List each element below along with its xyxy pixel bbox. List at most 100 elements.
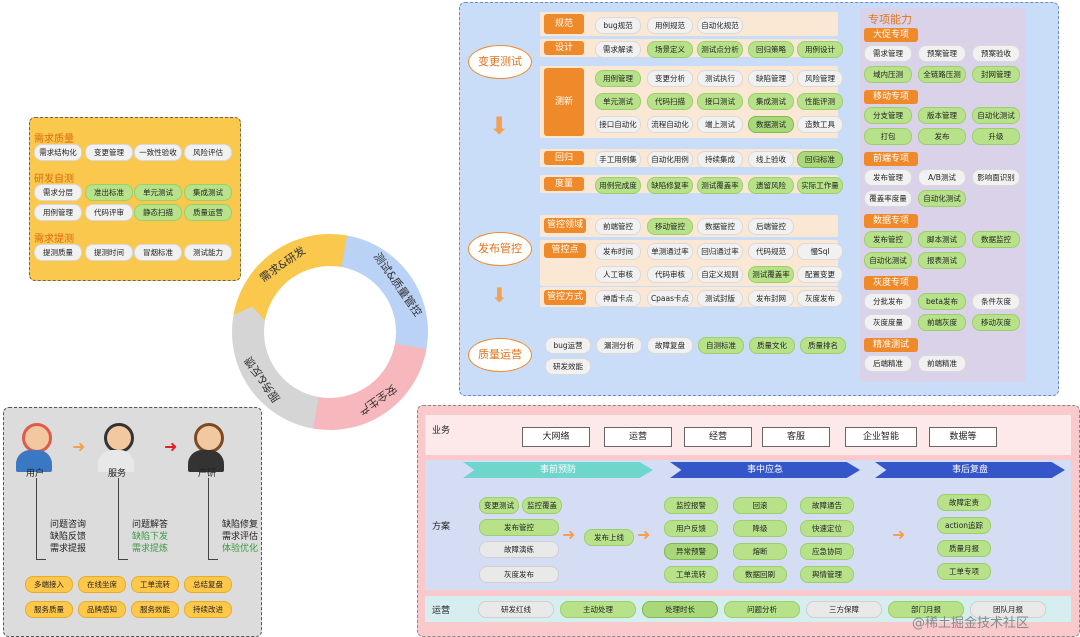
change-item: 接口测试 <box>697 93 743 110</box>
special-item: A/B测试 <box>918 169 966 186</box>
service-chip: 品牌感知 <box>78 601 126 618</box>
special-item: 封网管理 <box>972 66 1020 83</box>
right-arrow-icon: ➜ <box>892 525 906 544</box>
ops-item: 研发红线 <box>478 601 554 618</box>
release-item: 单测通过率 <box>647 243 693 260</box>
role-line <box>118 478 120 560</box>
special-item: 条件灰度 <box>972 293 1020 310</box>
role-note: 缺陷修复 <box>222 520 259 530</box>
arrow-icon: ➜ <box>72 437 86 456</box>
role-label: 产研 <box>198 469 217 479</box>
requirement-item: 静态扫描 <box>134 204 182 221</box>
quality-ops-item: 漏测分析 <box>596 337 642 354</box>
person-icon <box>104 423 134 453</box>
change-item: 缺陷管理 <box>748 70 794 87</box>
role-label: 服务 <box>108 469 127 479</box>
special-head: 前端专项 <box>864 152 918 166</box>
service-chip: 多端接入 <box>25 576 73 593</box>
section-title: 需求质量 <box>34 134 74 145</box>
special-item: 覆盖率度量 <box>864 190 912 207</box>
release-item: Cpaas卡点 <box>647 290 693 307</box>
requirement-item: 需求结构化 <box>34 144 82 161</box>
role-note: 问题咨询 <box>50 520 87 530</box>
business-box: 经营 <box>684 427 752 447</box>
change-item: 手工用例集 <box>595 150 641 168</box>
ops-item: 部门月报 <box>888 601 964 618</box>
quality-ops-item: 故障复盘 <box>647 337 693 354</box>
release-item: 发布时间 <box>595 243 641 260</box>
special-item: 域内压测 <box>864 66 912 83</box>
mid-item: 熔断 <box>733 543 787 560</box>
post-item: 故障定责 <box>937 494 991 511</box>
role-note: 需求评估 <box>222 532 259 542</box>
special-item: 自动化测试 <box>864 252 912 269</box>
release-item: 发布封网 <box>748 290 794 307</box>
change-item: 用例规范 <box>647 16 693 34</box>
post-item: 质量月报 <box>937 540 991 557</box>
mid-item: 数据回刷 <box>733 566 787 583</box>
requirement-item: 风险评估 <box>184 144 232 161</box>
release-item: 数据管控 <box>697 218 743 235</box>
quality-ops-item: 质量排名 <box>800 337 846 354</box>
role-note: 问题解答 <box>132 520 169 530</box>
section-title: 需求提测 <box>34 234 74 245</box>
business-label: 业务 <box>432 426 451 436</box>
special-head: 数据专项 <box>864 214 918 228</box>
special-item: 预案管理 <box>918 45 966 62</box>
row-label: 度量 <box>544 177 584 191</box>
section-title: 研发自测 <box>34 174 74 185</box>
role-label: 用户 <box>26 469 45 479</box>
right-arrow-icon: ➜ <box>637 525 651 544</box>
role-line <box>208 478 210 560</box>
change-item: 遗留风险 <box>748 176 794 194</box>
change-item: bug规范 <box>595 16 641 34</box>
person-icon <box>194 423 224 453</box>
pre-item: 灰度发布 <box>479 566 559 583</box>
role-line-h <box>118 559 128 561</box>
release-item: 代码规范 <box>748 243 794 260</box>
requirement-item: 变更管理 <box>85 144 133 161</box>
phase-banner: 事中应急 <box>670 462 860 478</box>
ops-label: 运营 <box>432 606 451 616</box>
release-item: 代码审核 <box>647 266 693 283</box>
special-item: 版本管理 <box>918 107 966 124</box>
section-oval: 发布管控 <box>468 232 532 266</box>
change-item: 自动化用例 <box>647 150 693 168</box>
right-arrow-icon: ➜ <box>562 525 576 544</box>
section-oval: 质量运营 <box>468 338 532 372</box>
role-note: 缺陷反馈 <box>50 532 87 542</box>
special-title: 专项能力 <box>868 13 912 26</box>
mid-item: 降级 <box>733 520 787 537</box>
quality-ops-item: 研发效能 <box>545 358 591 375</box>
ring-segment <box>341 235 428 358</box>
plan-label: 方案 <box>432 522 451 532</box>
service-chip: 总结复盘 <box>184 576 232 593</box>
change-item: 流程自动化 <box>647 116 693 133</box>
change-item: 用例设计 <box>797 40 843 58</box>
release-item: 后端管控 <box>748 218 794 235</box>
special-item: 发布管控 <box>864 231 912 248</box>
release-item: 自定义规则 <box>697 266 743 283</box>
change-item: 线上验收 <box>748 150 794 168</box>
role-line-h <box>208 559 218 561</box>
special-item: 分支管理 <box>864 107 912 124</box>
requirement-item: 提测时间 <box>85 244 133 261</box>
post-item: 工单专项 <box>937 563 991 580</box>
pre-next: 发布上线 <box>584 529 634 546</box>
change-item: 用例完成度 <box>595 176 641 194</box>
mid-item: 快速定位 <box>800 520 854 537</box>
special-item: 预案验收 <box>972 45 1020 62</box>
service-chip: 服务质量 <box>25 601 73 618</box>
person-body-icon <box>98 450 134 472</box>
change-item: 缺陷修复率 <box>647 176 693 194</box>
special-head: 大促专项 <box>864 28 918 42</box>
role-line <box>36 478 38 560</box>
release-item: 测试覆盖率 <box>748 266 794 283</box>
change-item: 用例管理 <box>595 70 641 87</box>
pre-item: 发布管控 <box>479 519 559 536</box>
ops-item: 问题分析 <box>724 601 800 618</box>
phase-banner: 事后复盘 <box>875 462 1065 478</box>
requirement-item: 单元测试 <box>134 184 182 201</box>
role-note: 需求提报 <box>50 544 87 554</box>
special-item: 影响面识别 <box>972 169 1020 186</box>
